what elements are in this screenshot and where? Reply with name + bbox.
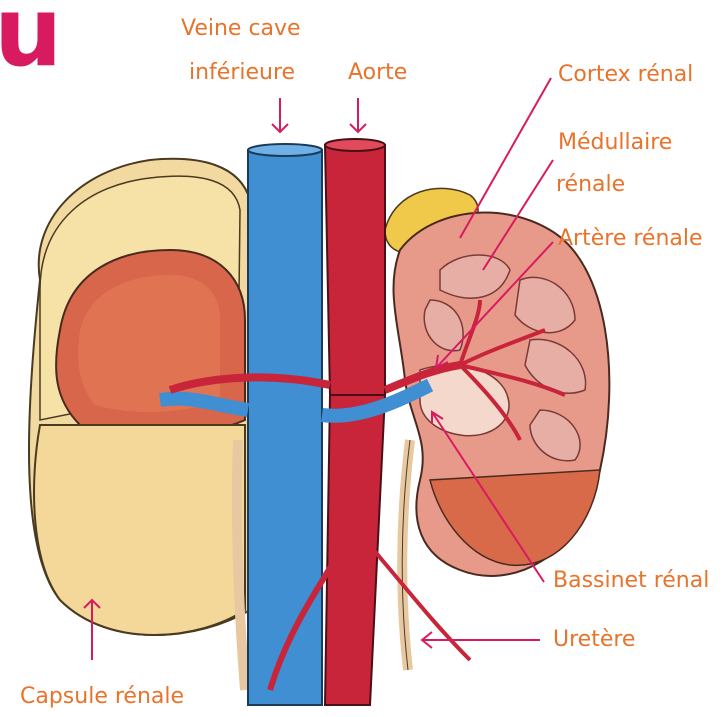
artery-label: Artère rénale (558, 226, 703, 252)
cortex-label: Cortex rénal (558, 62, 693, 88)
vena-cava (248, 150, 322, 705)
medulla-label-line1: Médullaire (558, 130, 672, 156)
aorta-label: Aorte (348, 60, 407, 86)
left-capsule-lower (34, 425, 245, 635)
aorta (325, 145, 385, 395)
vena-cava-label-line2: inférieure (189, 60, 295, 86)
pelvis-label: Bassinet rénal (553, 568, 709, 594)
vena-cava-top (248, 144, 322, 156)
vena-cava-label-line1: Veine cave (181, 16, 301, 42)
ureter-label: Uretère (553, 627, 635, 653)
aorta-top (325, 139, 385, 151)
medulla-label-line2: rénale (556, 172, 625, 198)
capsule-label: Capsule rénale (20, 684, 184, 710)
